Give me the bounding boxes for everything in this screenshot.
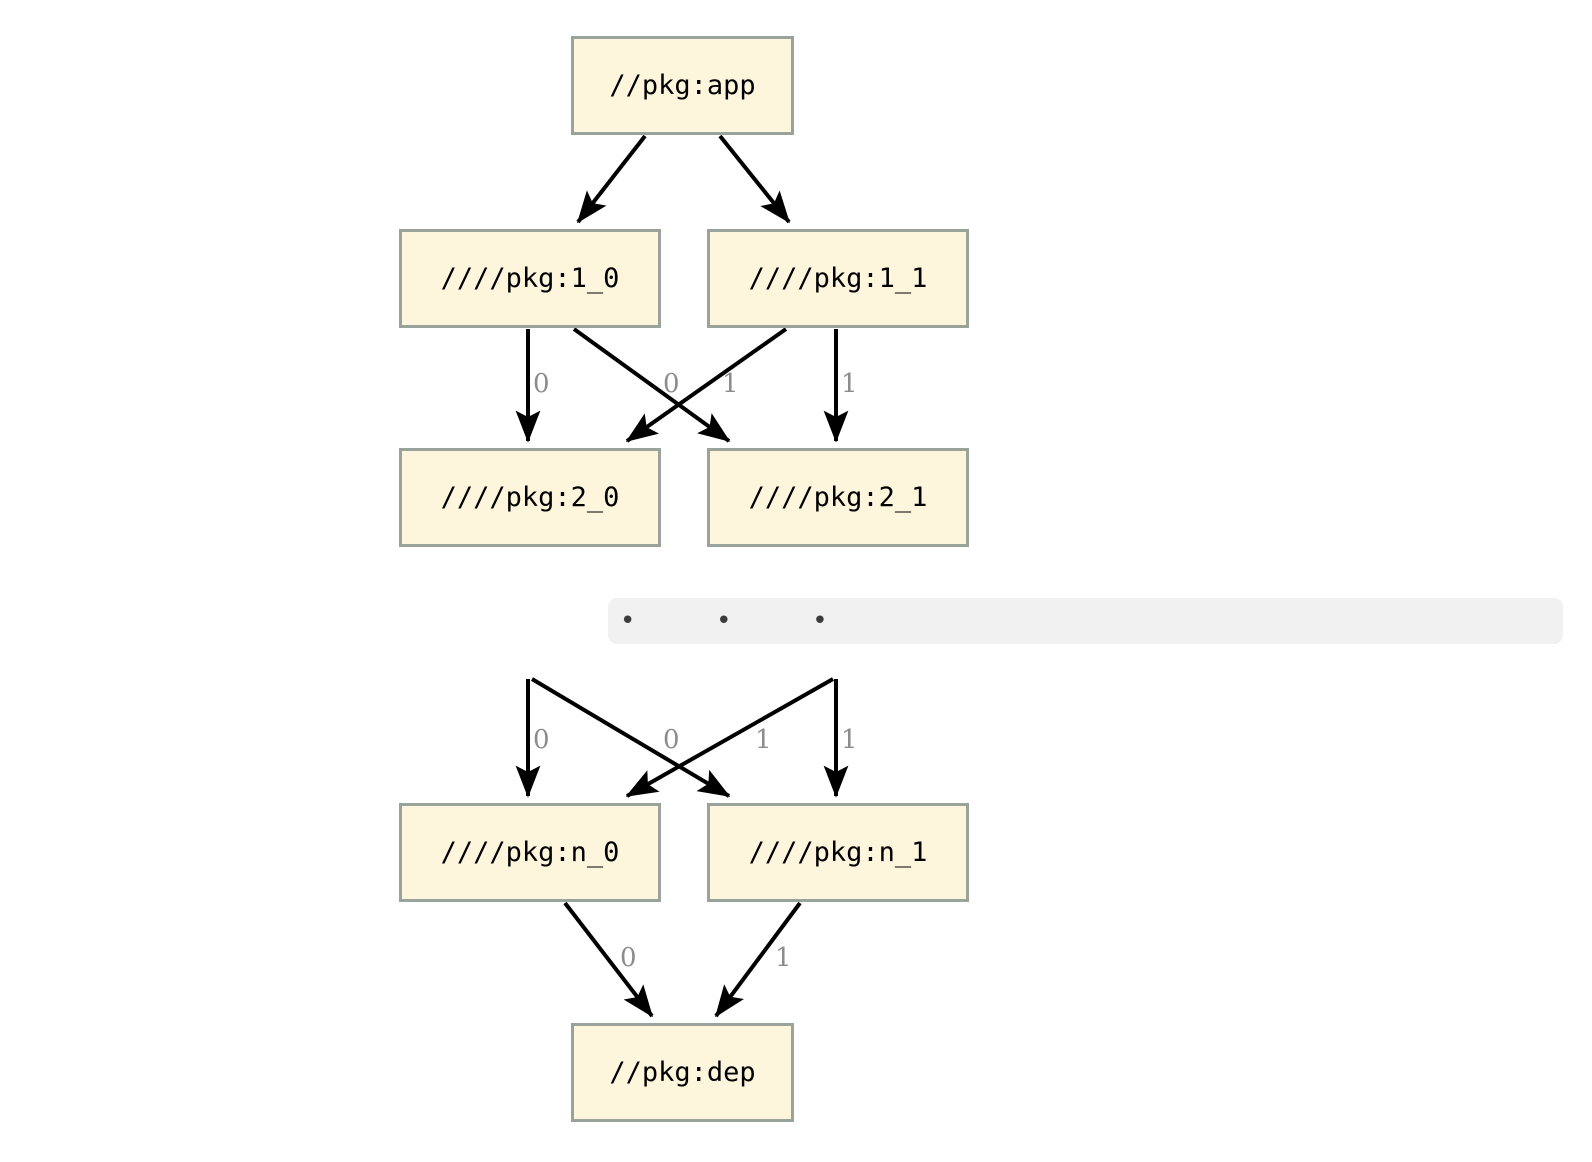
node-pkg-app[interactable]: //pkg:app	[571, 36, 794, 135]
node-pkg-1_1[interactable]: ////pkg:1_1	[707, 229, 969, 328]
node-pkg-1_0[interactable]: ////pkg:1_0	[399, 229, 661, 328]
edge-label-dangling-to-n_0: 0	[533, 725, 550, 755]
node-pkg-n_0[interactable]: ////pkg:n_0	[399, 803, 661, 902]
edge-1_0-to-2_1	[572, 327, 731, 443]
edge-app-to-1_0	[576, 134, 647, 224]
ellipsis-separator: • • •	[608, 598, 1563, 644]
edge-dangling-to-n_1	[530, 677, 731, 798]
node-label: ////pkg:n_1	[748, 837, 928, 868]
edge-label-dangling-cross-to-n_0: 1	[755, 725, 772, 755]
edge-n_1-to-dep	[714, 901, 802, 1018]
node-label: //pkg:app	[609, 70, 756, 101]
edge-label-dangling-cross-to-n_1: 1	[841, 725, 858, 755]
edge-n_0-to-dep	[563, 901, 654, 1018]
edge-label-dangling-to-n_1: 0	[663, 725, 680, 755]
edge-label-1_1-to-2_1: 1	[841, 369, 858, 399]
ellipsis-dots: • • •	[620, 606, 842, 636]
edge-label-n_0-to-dep: 0	[620, 943, 637, 973]
node-pkg-n_1[interactable]: ////pkg:n_1	[707, 803, 969, 902]
node-label: //pkg:dep	[609, 1057, 756, 1088]
edge-label-1_0-to-2_1: 0	[663, 369, 680, 399]
edge-app-to-1_1	[718, 134, 791, 224]
node-label: ////pkg:1_1	[748, 263, 928, 294]
node-pkg-dep[interactable]: //pkg:dep	[571, 1023, 794, 1122]
edge-label-1_1-to-2_0: 1	[722, 369, 739, 399]
node-pkg-2_1[interactable]: ////pkg:2_1	[707, 448, 969, 547]
edge-1_1-to-2_0	[625, 327, 788, 443]
edge-dangling-cross-to-n_0	[625, 677, 834, 798]
edge-label-1_0-to-2_0: 0	[533, 369, 550, 399]
node-label: ////pkg:n_0	[440, 837, 620, 868]
node-label: ////pkg:2_1	[748, 482, 928, 513]
node-label: ////pkg:1_0	[440, 263, 620, 294]
node-label: ////pkg:2_0	[440, 482, 620, 513]
node-pkg-2_0[interactable]: ////pkg:2_0	[399, 448, 661, 547]
edge-label-n_1-to-dep: 1	[775, 943, 792, 973]
